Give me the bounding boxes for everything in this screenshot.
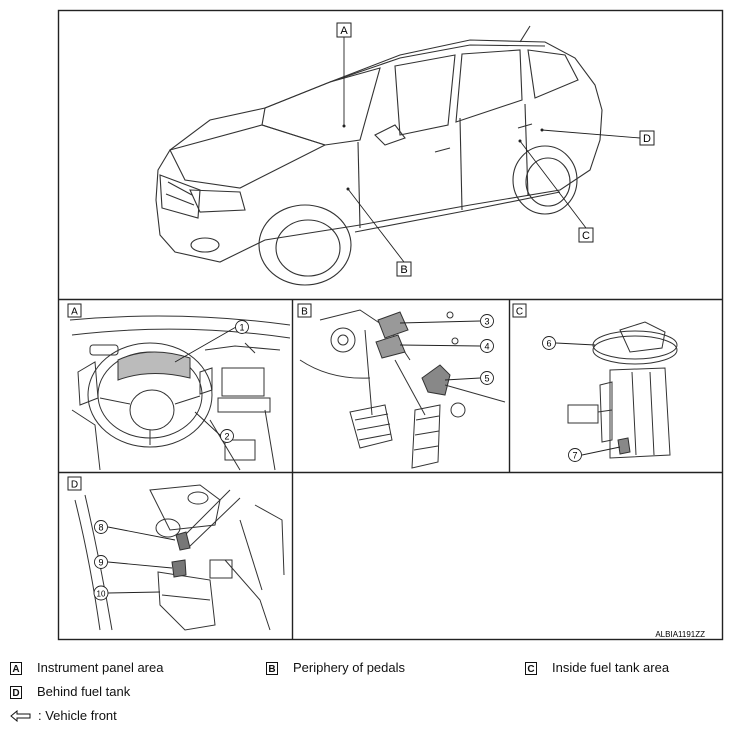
- callout-2-text: 2: [224, 432, 229, 442]
- callout-1: 1: [235, 320, 249, 334]
- diagram-figure: A B C D: [57, 9, 724, 641]
- panel-label-c: C: [512, 303, 527, 318]
- vehicle-front-arrow-icon: [10, 710, 31, 722]
- panel-label-a: A: [67, 303, 82, 318]
- legend-box-a: A: [10, 661, 22, 675]
- legend-box-c: C: [525, 661, 537, 675]
- callout-8: 8: [94, 520, 108, 534]
- panel-label-a-text: A: [71, 307, 78, 318]
- callout-6-text: 6: [546, 339, 551, 349]
- view-label-a-text: A: [340, 25, 348, 37]
- callout-7: 7: [568, 448, 582, 462]
- view-label-a: A: [336, 22, 352, 38]
- leader-lines: [343, 37, 641, 263]
- view-label-d-text: D: [643, 133, 651, 145]
- callout-3-text: 3: [484, 317, 489, 327]
- callout-2: 2: [220, 429, 234, 443]
- panel-a-callouts: [174, 326, 237, 437]
- vehicle-illustration: [155, 25, 603, 286]
- callout-9-text: 9: [98, 558, 103, 568]
- panel-b-illustration: [299, 309, 506, 469]
- legend-c-text: Inside fuel tank area: [552, 660, 670, 675]
- legend-c: C Inside fuel tank area: [525, 660, 669, 676]
- legend-box-d: D: [10, 685, 22, 699]
- callout-3: 3: [480, 314, 494, 328]
- callout-9: 9: [94, 555, 108, 569]
- callout-1-text: 1: [239, 323, 244, 333]
- callout-10: 10: [93, 585, 109, 601]
- panel-a-illustration: [69, 315, 291, 471]
- callout-7-text: 7: [572, 451, 577, 461]
- callout-10-text: 10: [97, 590, 106, 599]
- legend-box-b: B: [266, 661, 278, 675]
- legend-d-text: Behind fuel tank: [37, 684, 131, 699]
- panel-b-callouts: [399, 320, 481, 381]
- view-label-b: B: [396, 261, 412, 277]
- legend-a-text: Instrument panel area: [37, 660, 164, 675]
- panel-label-d: D: [67, 476, 82, 491]
- view-label-d: D: [639, 130, 655, 146]
- panel-d-callouts: [107, 526, 176, 594]
- callout-4: 4: [480, 339, 494, 353]
- leader-dots: [342, 124, 544, 191]
- legend-arrow: : Vehicle front: [10, 708, 117, 724]
- legend-b-text: Periphery of pedals: [293, 660, 406, 675]
- legend-b: B Periphery of pedals: [266, 660, 405, 676]
- callout-5: 5: [480, 371, 494, 385]
- panel-label-b: B: [297, 303, 312, 318]
- panel-label-d-text: D: [71, 480, 78, 491]
- callout-4-text: 4: [484, 342, 489, 352]
- view-label-b-text: B: [400, 264, 407, 276]
- legend-a: A Instrument panel area: [10, 660, 163, 676]
- legend-arrow-text: : Vehicle front: [38, 708, 117, 723]
- callout-5-text: 5: [484, 374, 489, 384]
- view-label-c: C: [578, 227, 594, 243]
- view-label-c-text: C: [582, 230, 590, 242]
- figure-code: ALBIA1191ZZ: [655, 630, 705, 639]
- panel-d-illustration: [74, 484, 285, 631]
- panel-c-illustration: [567, 321, 678, 459]
- panel-c-callouts: [555, 342, 621, 456]
- panel-label-b-text: B: [301, 307, 308, 318]
- panel-label-c-text: C: [516, 307, 523, 318]
- legend-d: D Behind fuel tank: [10, 684, 130, 700]
- callout-8-text: 8: [98, 523, 103, 533]
- callout-6: 6: [542, 336, 556, 350]
